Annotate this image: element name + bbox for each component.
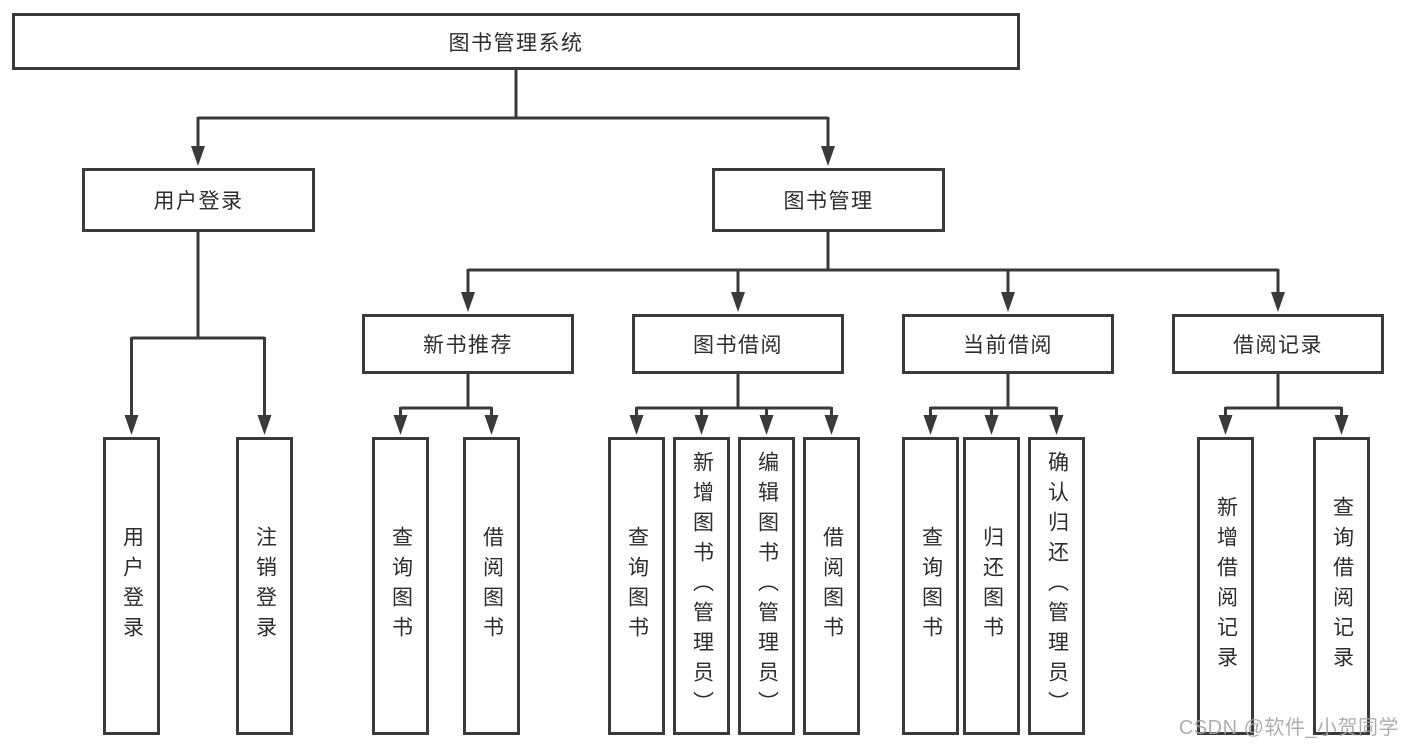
- leaf-query-borrow-record: 查询借阅记录: [1313, 437, 1370, 735]
- node-label: 图书管理系统: [448, 31, 584, 55]
- leaf-return-book: 归还图书: [963, 437, 1020, 735]
- node-label: 查询图书: [625, 526, 649, 646]
- leaf-logout: 注销登录: [236, 437, 293, 735]
- leaf-user-login: 用户登录: [103, 437, 160, 735]
- leaf-query-book-borrow: 查询图书: [608, 437, 665, 735]
- leaf-borrow-book-recommend: 借阅图书: [463, 437, 520, 735]
- node-label: 用户登录: [153, 190, 244, 213]
- node-label: 查询借阅记录: [1330, 496, 1354, 676]
- node-book-borrow: 图书借阅: [632, 314, 844, 374]
- node-label: 编辑图书（管理员）: [755, 451, 779, 721]
- node-label: 借阅记录: [1233, 334, 1323, 357]
- node-label: 图书借阅: [693, 334, 783, 357]
- node-new-book-recommend: 新书推荐: [362, 314, 574, 374]
- node-label: 注销登录: [253, 526, 277, 646]
- node-label: 借阅图书: [480, 526, 504, 646]
- node-label: 确认归还（管理员）: [1045, 451, 1069, 721]
- node-root-library-system: 图书管理系统: [12, 13, 1020, 70]
- node-label: 新增借阅记录: [1214, 496, 1238, 676]
- node-label: 查询图书: [919, 526, 943, 646]
- leaf-add-book-admin: 新增图书（管理员）: [673, 437, 730, 735]
- leaf-edit-book-admin: 编辑图书（管理员）: [738, 437, 795, 735]
- leaf-add-borrow-record: 新增借阅记录: [1197, 437, 1254, 735]
- node-current-borrow: 当前借阅: [902, 314, 1114, 374]
- node-user-login: 用户登录: [82, 168, 315, 232]
- leaf-borrow-book: 借阅图书: [803, 437, 860, 735]
- node-label: 用户登录: [120, 526, 144, 646]
- node-label: 归还图书: [980, 526, 1004, 646]
- node-label: 借阅图书: [820, 526, 844, 646]
- node-book-management: 图书管理: [712, 168, 945, 232]
- node-label: 新增图书（管理员）: [690, 451, 714, 721]
- leaf-query-book-recommend: 查询图书: [372, 437, 429, 735]
- node-label: 新书推荐: [423, 334, 513, 357]
- node-label: 当前借阅: [963, 334, 1053, 357]
- node-label: 查询图书: [389, 526, 413, 646]
- leaf-query-book-current: 查询图书: [902, 437, 959, 735]
- leaf-confirm-return-admin: 确认归还（管理员）: [1028, 437, 1085, 735]
- csdn-watermark: CSDN @软件_小贺同学: [1178, 717, 1399, 739]
- node-label: 图书管理: [783, 190, 874, 213]
- node-borrow-records: 借阅记录: [1172, 314, 1384, 374]
